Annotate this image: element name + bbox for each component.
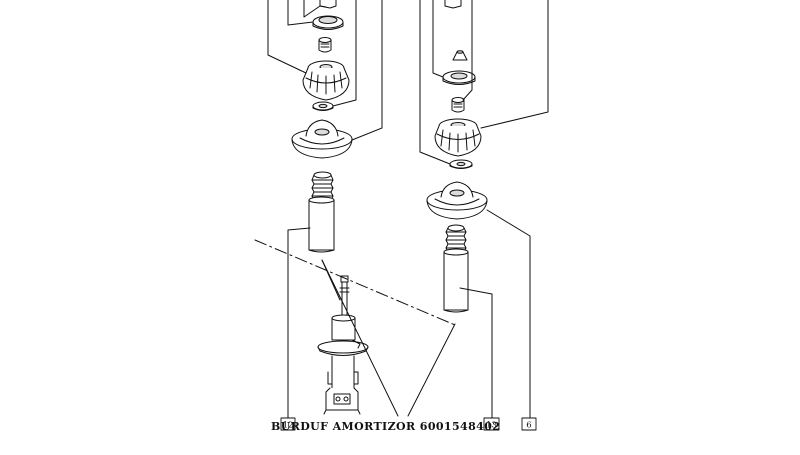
callout-13-box bbox=[483, 417, 500, 431]
callout-6-label: 6 bbox=[526, 421, 531, 431]
left-flat-washer bbox=[312, 101, 334, 111]
right-top-nut bbox=[444, 0, 462, 9]
callout-12-label: 12 bbox=[283, 421, 294, 431]
assembly-axis-line bbox=[254, 239, 456, 326]
right-cone-nut bbox=[452, 50, 468, 61]
right-flat-washer bbox=[449, 159, 473, 169]
right-dust-boot bbox=[443, 224, 469, 313]
left-top-nut bbox=[319, 0, 337, 9]
caption-part-number: 6001548402 bbox=[419, 420, 501, 433]
left-spring-seat bbox=[291, 119, 353, 159]
right-cup-washer bbox=[442, 70, 476, 85]
left-upper-mount bbox=[302, 60, 350, 101]
right-bushing bbox=[451, 97, 465, 113]
left-part-stack bbox=[291, 0, 353, 253]
shock-absorber-strut bbox=[317, 275, 369, 415]
part-caption: BURDUF AMORTIZOR 6001548402 bbox=[271, 420, 500, 433]
left-dust-boot bbox=[308, 171, 335, 253]
callout-12-box bbox=[280, 417, 296, 431]
left-cup-washer bbox=[312, 15, 344, 30]
callout-13-label: 13 bbox=[486, 421, 497, 431]
right-upper-mount bbox=[434, 118, 482, 157]
leader-lines bbox=[254, 0, 549, 419]
callout-boxes bbox=[280, 417, 537, 431]
right-spring-seat bbox=[426, 181, 488, 220]
left-bushing bbox=[318, 37, 332, 53]
callout-6-box bbox=[521, 417, 537, 431]
right-part-stack bbox=[426, 0, 488, 313]
caption-prefix: BURDUF AMORTIZOR bbox=[271, 420, 416, 433]
